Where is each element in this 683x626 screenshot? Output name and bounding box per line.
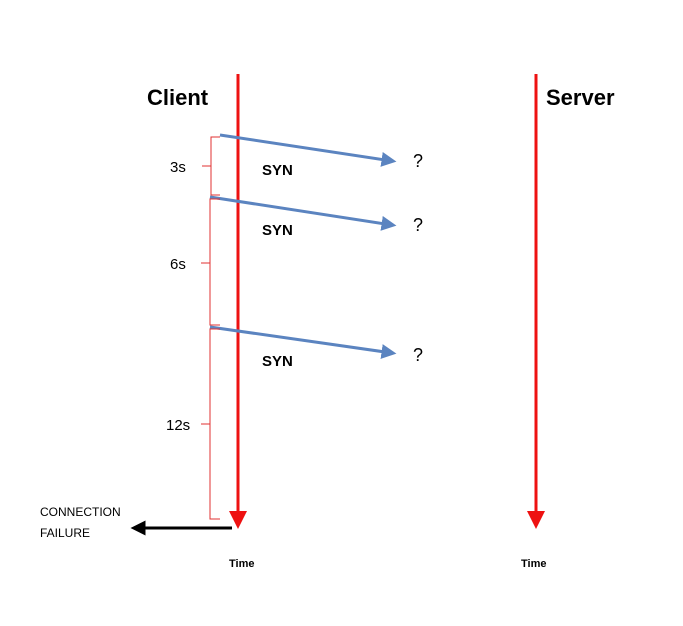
no-response-mark-2: ?	[413, 215, 423, 235]
syn-arrow-1	[219, 133, 397, 167]
no-response-mark-1: ?	[413, 151, 423, 171]
interval-label-3s: 3s	[170, 159, 186, 176]
syn-arrow-2	[209, 195, 397, 231]
syn-label-2: SYN	[262, 222, 293, 239]
no-response-mark-3: ?	[413, 345, 423, 365]
server-time-label: Time	[521, 558, 546, 570]
server-heading: Server	[546, 85, 615, 110]
interval-brace-6s	[201, 198, 220, 326]
syn-label-3: SYN	[262, 353, 293, 370]
interval-label-6s: 6s	[170, 256, 186, 273]
syn-label-1: SYN	[262, 162, 293, 179]
connection-failure-line1: CONNECTION	[40, 505, 121, 519]
connection-failure-line2: FAILURE	[40, 526, 90, 540]
client-time-label: Time	[229, 558, 254, 570]
interval-label-12s: 12s	[166, 417, 190, 434]
interval-brace-12s	[201, 328, 220, 520]
interval-brace-3s	[202, 136, 220, 196]
syn-arrow-3	[209, 325, 397, 359]
client-heading: Client	[147, 85, 209, 110]
